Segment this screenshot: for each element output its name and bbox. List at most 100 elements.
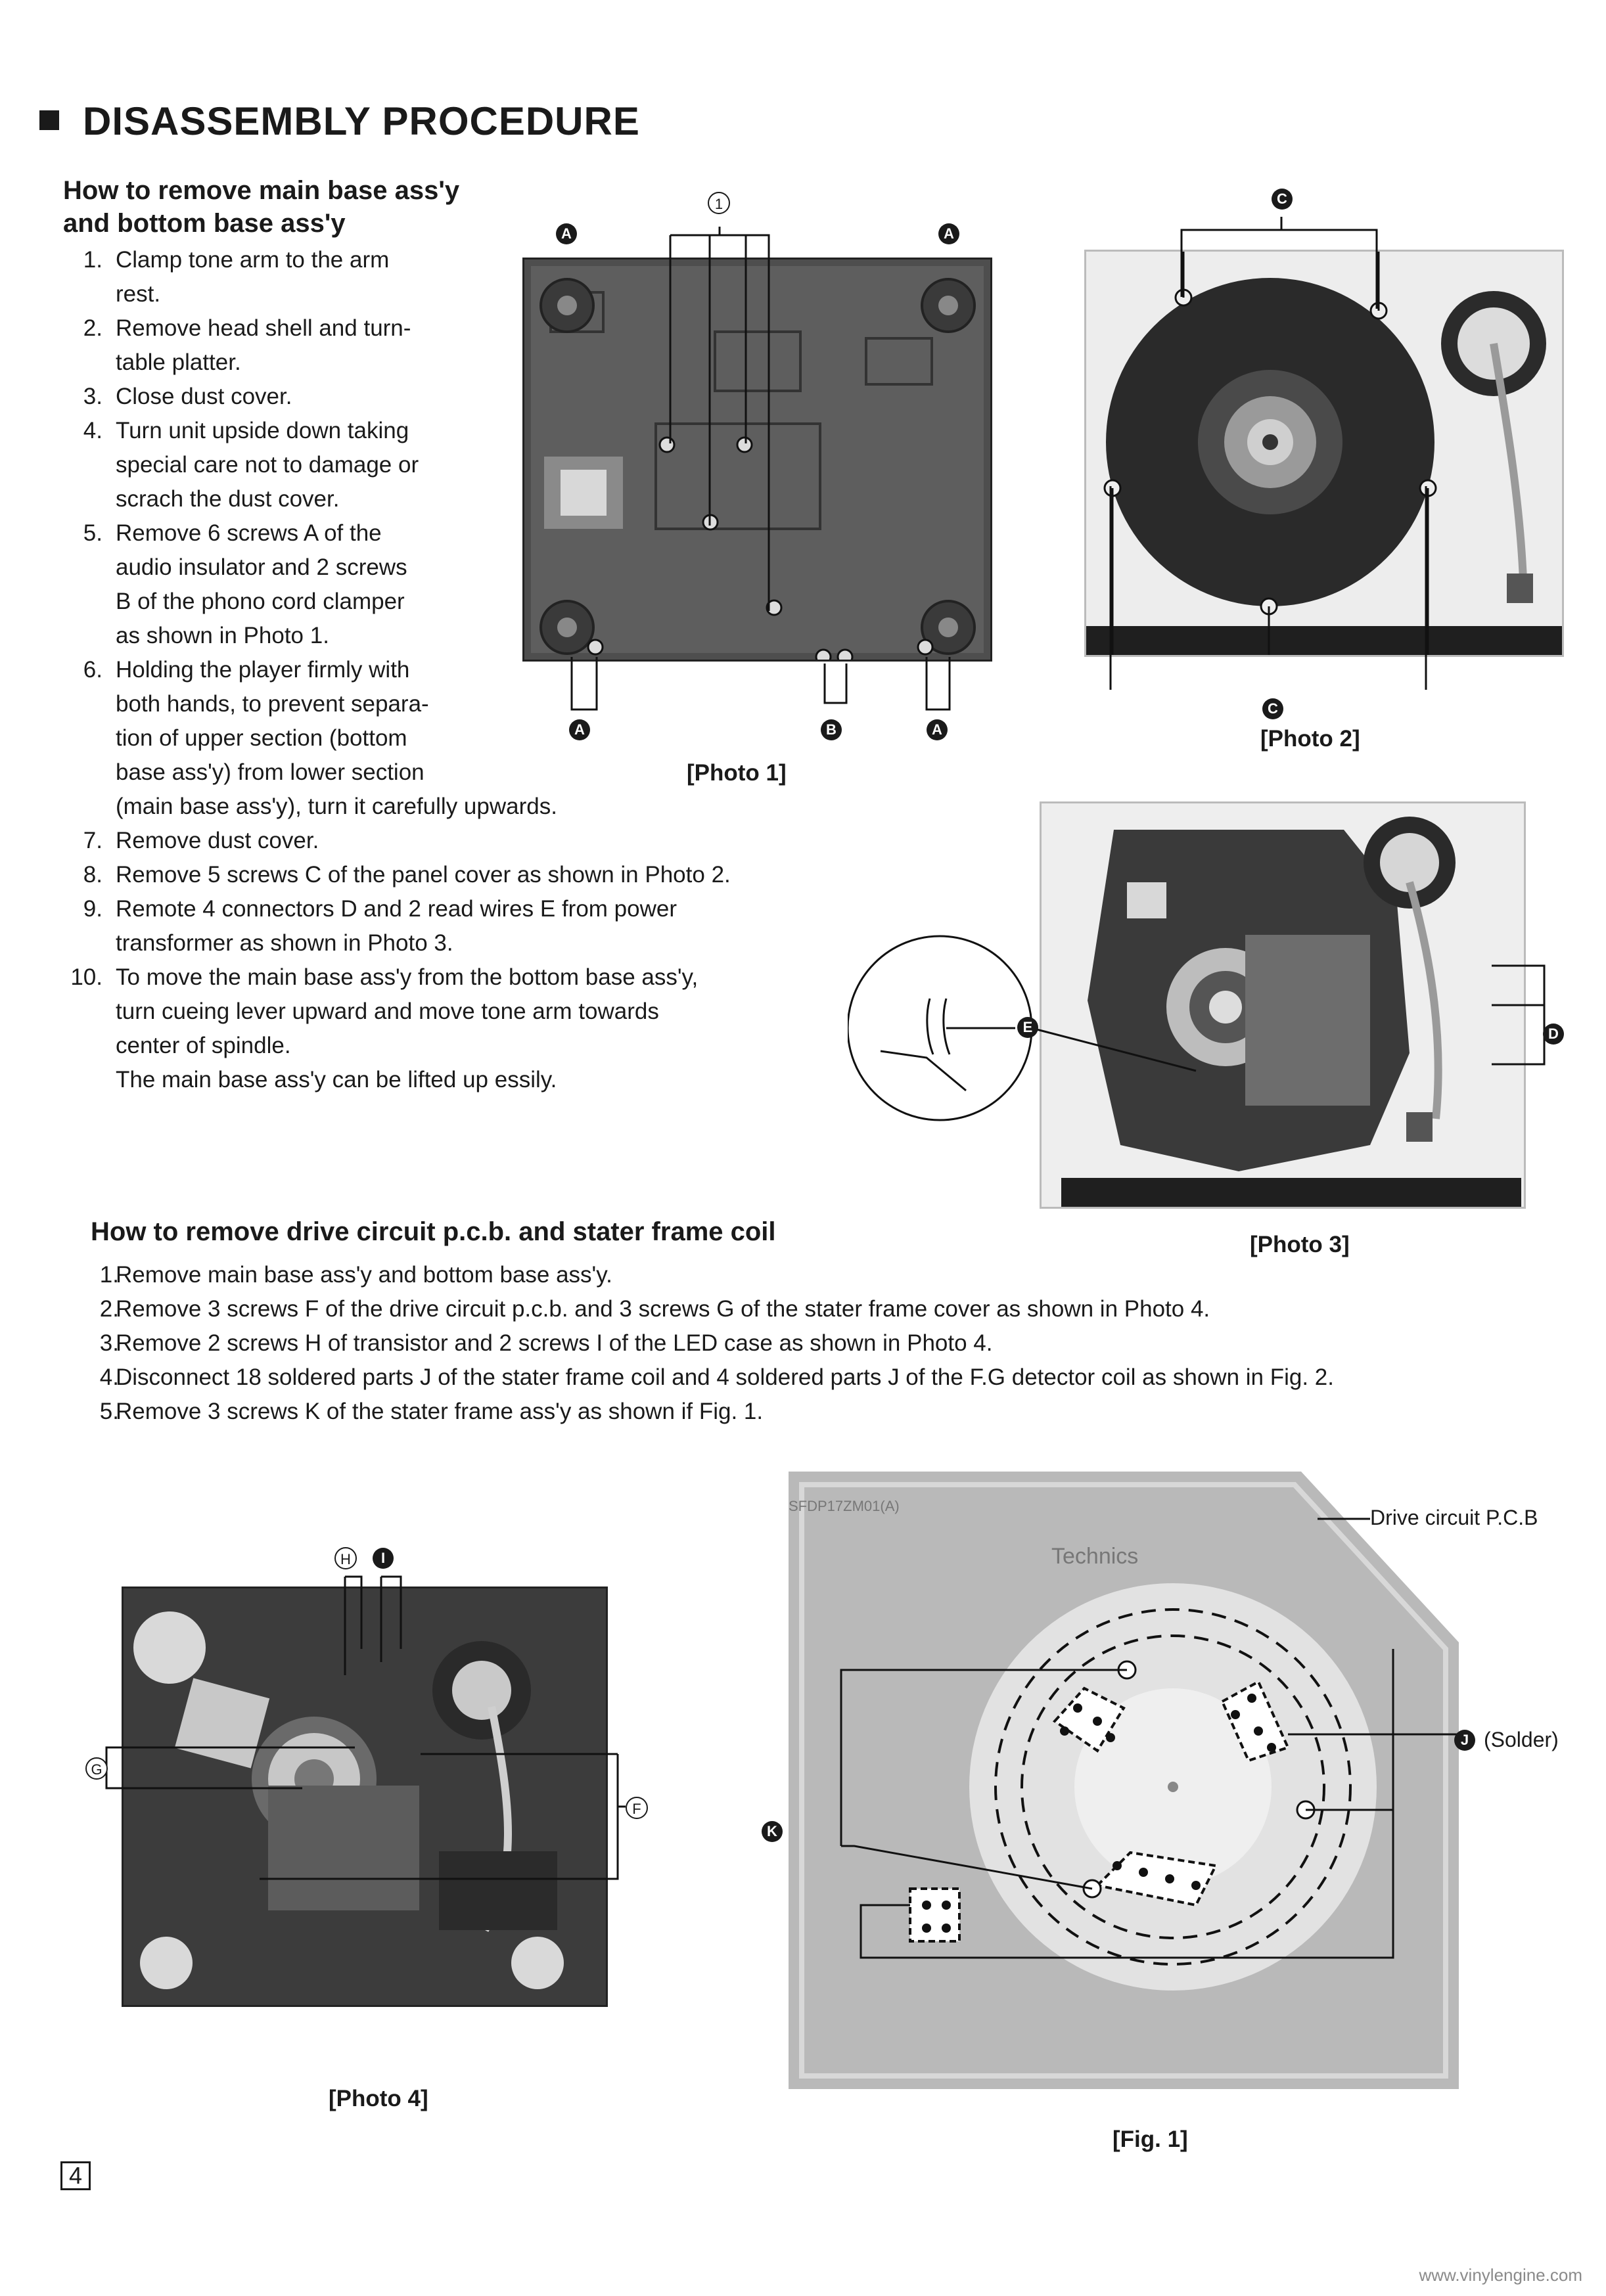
callout-e: E <box>1017 1017 1038 1038</box>
fig-1-drive-pcb-label: Drive circuit P.C.B <box>1370 1506 1538 1529</box>
callout-j: J <box>1454 1730 1475 1751</box>
step-number: 10. <box>70 964 103 990</box>
step-number: 1. <box>99 1262 119 1288</box>
photo-4 <box>122 1587 608 2007</box>
step-number: 4. <box>99 1364 119 1390</box>
fig-1-technics-mark: Technics <box>1051 1544 1138 1569</box>
step-text: Remove 3 screws F of the drive circuit p… <box>116 1296 1210 1322</box>
step-line: B of the phono cord clamper <box>116 589 405 614</box>
callout-d: D <box>1543 1024 1564 1045</box>
photo-4-caption: [Photo 4] <box>329 2086 428 2111</box>
callout-h: H <box>334 1547 357 1569</box>
fig-1-part-code: SFDP17ZM01(A) <box>789 1498 900 1514</box>
step-line: tion of upper section (bottom <box>116 725 407 751</box>
step-number: 7. <box>83 828 103 853</box>
photo-3-callout-lines <box>848 935 1557 1121</box>
step-line: transformer as shown in Photo 3. <box>116 930 453 956</box>
callout-c: C <box>1262 698 1283 719</box>
step-number: 2. <box>99 1296 119 1322</box>
step-number: 5. <box>83 520 103 546</box>
step-line: Remove head shell and turn- <box>116 315 411 341</box>
step-line: (main base ass'y), turn it carefully upw… <box>116 794 557 819</box>
step-number: 9. <box>83 896 103 922</box>
callout-c: C <box>1272 189 1293 210</box>
callout-one: 1 <box>708 192 730 214</box>
page-heading: DISASSEMBLY PROCEDURE <box>39 99 640 144</box>
step-line: as shown in Photo 1. <box>116 623 329 648</box>
section1-step: 5. Remove 6 screws A of the audio insulato… <box>63 516 838 653</box>
callout-a: A <box>938 223 959 244</box>
step-line: Turn unit upside down taking <box>116 418 409 443</box>
step-line: both hands, to prevent separa- <box>116 691 429 717</box>
section2-step: 2.Remove 3 screws F of the drive circuit… <box>63 1292 1574 1326</box>
page-number: 4 <box>60 2161 91 2190</box>
fig-1-solder-label: (Solder) <box>1484 1728 1559 1751</box>
step-line: turn cueing lever upward and move tone a… <box>116 999 659 1024</box>
step-line: Remove 5 screws C of the panel cover as … <box>116 862 731 888</box>
photo-1-callout-lines <box>570 227 951 711</box>
step-number: 5. <box>99 1399 119 1424</box>
callout-a: A <box>556 223 577 244</box>
heading-bullet <box>39 110 59 131</box>
section2-steps: 1.Remove main base ass'y and bottom base… <box>63 1258 1574 1429</box>
step-number: 1. <box>83 247 103 273</box>
step-text: Disconnect 18 soldered parts J of the st… <box>116 1364 1334 1390</box>
step-line: special care not to damage or <box>116 452 419 478</box>
section1-step: 7. Remove dust cover. <box>63 824 838 858</box>
section2-step: 3.Remove 2 screws H of transistor and 2 … <box>63 1326 1574 1361</box>
step-number: 2. <box>83 315 103 341</box>
section1-title-line2: and bottom base ass'y <box>63 209 346 238</box>
step-line: Remove dust cover. <box>116 828 319 853</box>
step-line: Close dust cover. <box>116 384 292 409</box>
callout-k: K <box>762 1821 783 1842</box>
step-line: To move the main base ass'y from the bot… <box>116 964 699 990</box>
section2-step: 4.Disconnect 18 soldered parts J of the … <box>63 1361 1574 1395</box>
photo-1 <box>522 258 992 665</box>
step-line: center of spindle. <box>116 1033 291 1058</box>
section1-title: How to remove main base ass'y and bottom… <box>63 174 459 240</box>
section1-step: 2. Remove head shell and turn-table platt… <box>63 311 838 380</box>
section1-step: 10. To move the main base ass'y from the … <box>63 960 838 1097</box>
fig-1-illustration: SFDP17ZM01(A) Technics <box>789 1472 1459 2089</box>
photo-3-illustration <box>1042 803 1524 1207</box>
step-line: Remove 6 screws A of the <box>116 520 382 546</box>
step-text: Remove 3 screws K of the stater frame as… <box>116 1399 764 1424</box>
section1-step: 6. Holding the player firmly with both han… <box>63 653 838 824</box>
step-line: The main base ass'y can be lifted up ess… <box>116 1067 557 1092</box>
section1-step: 9. Remote 4 connectors D and 2 read wires… <box>63 892 838 960</box>
photo-2-callout-lines <box>1109 217 1427 690</box>
photo-2-illustration <box>1086 231 1562 692</box>
step-number: 6. <box>83 657 103 683</box>
photo-1-illustration <box>531 266 984 665</box>
photo-3-caption: [Photo 3] <box>1250 1232 1350 1257</box>
photo-2 <box>1084 231 1564 692</box>
photo-2-caption: [Photo 2] <box>1260 726 1360 752</box>
step-line: Clamp tone arm to the arm <box>116 247 390 273</box>
step-number: 3. <box>99 1330 119 1356</box>
photo-1-caption: [Photo 1] <box>687 760 787 786</box>
step-text: Remove main base ass'y and bottom base a… <box>116 1262 612 1288</box>
callout-i: I <box>373 1548 394 1569</box>
step-line: audio insulator and 2 screws <box>116 554 407 580</box>
callout-a: A <box>927 719 948 740</box>
step-number: 3. <box>83 384 103 409</box>
callout-b: B <box>821 719 842 740</box>
section1-step: 3. Close dust cover. <box>63 380 838 414</box>
step-line: table platter. <box>116 349 241 375</box>
step-number: 4. <box>83 418 103 443</box>
photo-4-illustration <box>124 1588 606 2005</box>
fig-1-caption: [Fig. 1] <box>1113 2127 1188 2152</box>
section1-step: 4. Turn unit upside down taking special ca… <box>63 414 838 516</box>
photo-4-callout-lines <box>105 1575 626 1880</box>
footer-watermark: www.vinylengine.com <box>1419 2265 1582 2285</box>
callout-g: G <box>85 1757 108 1780</box>
section1-step: 8.Remove 5 screws C of the panel cover a… <box>63 858 838 892</box>
section2-title: How to remove drive circuit p.c.b. and s… <box>91 1217 776 1246</box>
section1-title-line1: How to remove main base ass'y <box>63 176 460 205</box>
step-line: Remote 4 connectors D and 2 read wires E… <box>116 896 677 922</box>
step-line: Holding the player firmly with <box>116 657 410 683</box>
heading-text: DISASSEMBLY PROCEDURE <box>83 99 640 143</box>
callout-f: F <box>626 1797 648 1819</box>
